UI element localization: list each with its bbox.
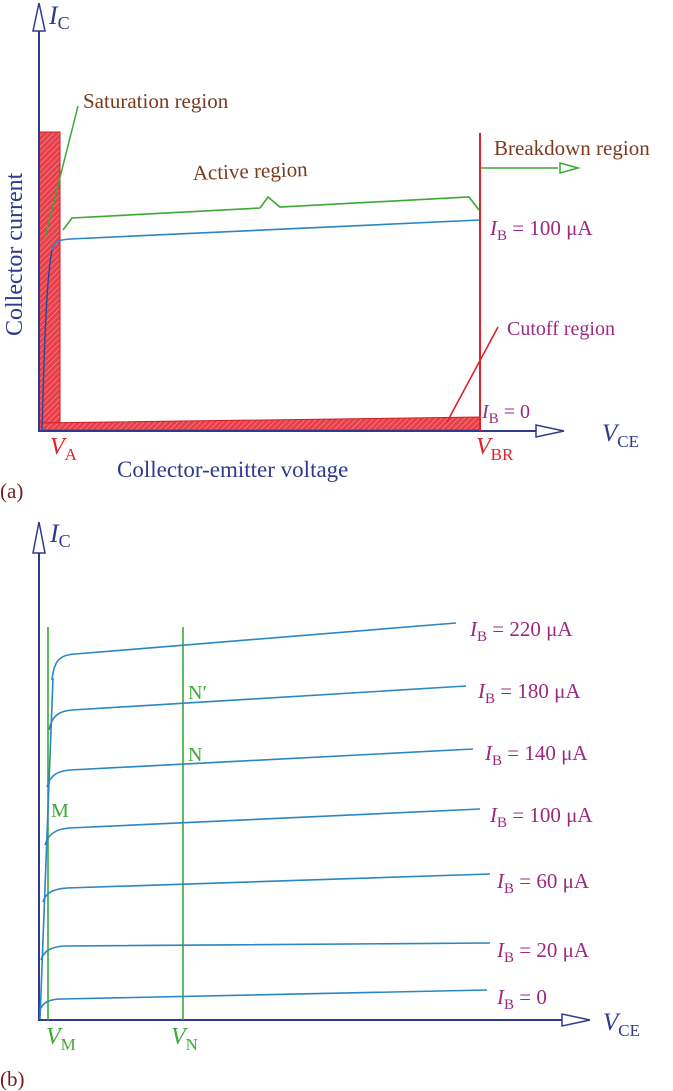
curve-label-ib-100: IB = 100 μA xyxy=(489,803,593,831)
curve-ib-180 xyxy=(48,685,467,731)
x-axis-symbol: VCE xyxy=(602,420,639,451)
curve-label-ib-0: IB = 0 xyxy=(496,985,547,1013)
curve-label-ib-220: IB = 220 μA xyxy=(469,617,573,645)
curve-label-ib-0: IB = 0 xyxy=(481,401,530,427)
point-m-label: M xyxy=(51,800,69,822)
curve-label-ib-20: IB = 20 μA xyxy=(496,938,590,966)
x-axis-arrow-icon xyxy=(561,1013,591,1027)
panel-a-caption: (a) xyxy=(0,479,23,503)
panel-a: IC Collector current Saturation region A… xyxy=(0,1,650,503)
x-axis-arrow-icon xyxy=(535,424,565,438)
saturation-region-block xyxy=(38,131,61,431)
cutoff-pointer-line xyxy=(446,326,499,423)
y-axis-symbol: IC xyxy=(49,519,71,551)
panel-b-caption: (b) xyxy=(0,1067,25,1091)
curve-ib-20 xyxy=(40,942,491,961)
breakdown-region-label: Breakdown region xyxy=(494,136,650,160)
cutoff-region-label: Cutoff region xyxy=(507,318,615,340)
curve-ib-0 xyxy=(39,989,488,1011)
curve-label-ib-140: IB = 140 μA xyxy=(484,741,588,769)
saturation-pointer-line xyxy=(44,105,79,238)
breakdown-arrow-icon xyxy=(559,162,581,174)
saturation-region-label: Saturation region xyxy=(83,89,229,113)
saturation-locus xyxy=(39,677,54,1020)
marker-vm: VM xyxy=(46,1024,76,1054)
y-axis-arrow-icon xyxy=(32,521,46,554)
curve-ib-140 xyxy=(46,748,474,788)
curve-label-ib-60: IB = 60 μA xyxy=(496,869,590,897)
curve-ib-100-dark xyxy=(41,249,53,432)
curve-label-ib-180: IB = 180 μA xyxy=(477,679,581,707)
curve-ib-60 xyxy=(42,873,491,903)
x-axis-title: Collector-emitter voltage xyxy=(117,457,348,482)
curve-ib-100 xyxy=(44,808,481,846)
curve-ib-220 xyxy=(51,622,457,681)
marker-vbr: VBR xyxy=(476,434,514,464)
panel-b: IC VCE M N N′ VM VN IB = 220 μA IB = 180… xyxy=(0,519,640,1091)
point-n-label: N xyxy=(188,744,202,766)
marker-vn: VN xyxy=(171,1024,198,1054)
y-axis-symbol: IC xyxy=(48,1,70,33)
active-region-label: Active region xyxy=(192,157,308,185)
point-n-prime-label: N′ xyxy=(188,682,207,704)
x-axis-symbol: VCE xyxy=(603,1009,640,1040)
y-axis-arrow-icon xyxy=(32,2,46,32)
marker-va: VA xyxy=(50,434,78,464)
y-axis-title: Collector current xyxy=(2,172,28,336)
cutoff-region-strip xyxy=(38,416,481,431)
active-region-brace xyxy=(62,195,480,231)
curve-label-ib-100: IB = 100 μA xyxy=(489,216,593,244)
curve-ib-100 xyxy=(41,219,481,432)
